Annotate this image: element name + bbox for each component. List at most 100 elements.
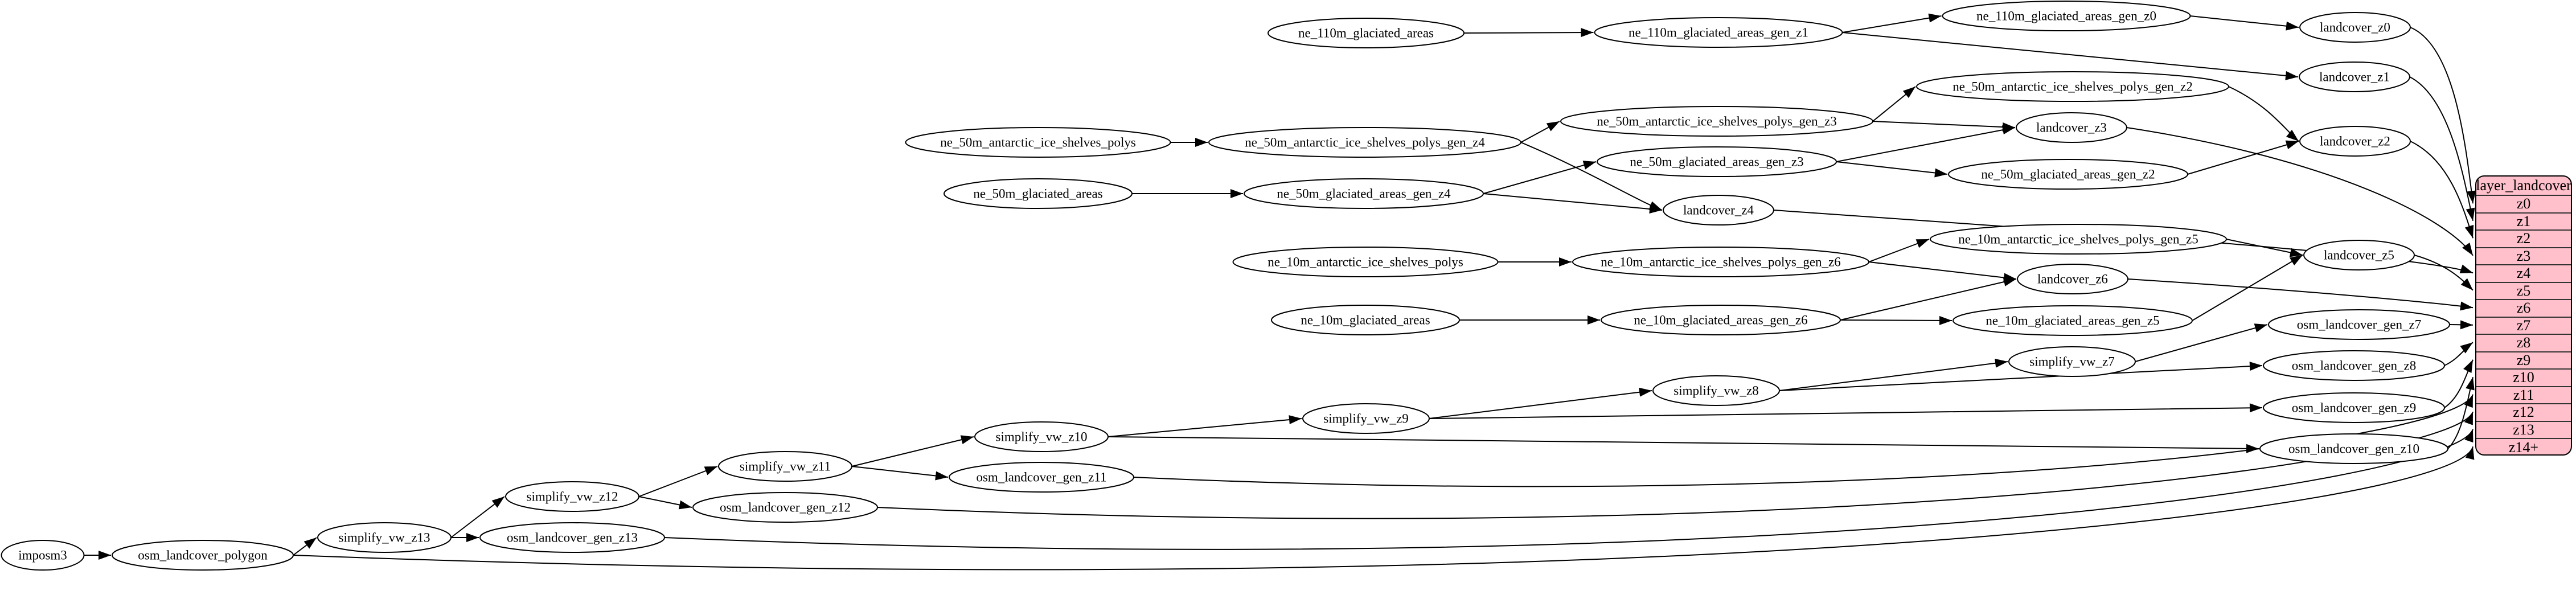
node-label-simplify-vw-z9: simplify_vw_z9 — [1323, 412, 1409, 426]
node-ne-50m-antarctic-ice-shelves-polys-gen-z2: ne_50m_antarctic_ice_shelves_polys_gen_z… — [1916, 71, 2229, 102]
node-ellipse-ne-10m-antarctic-ice-shelves-polys-gen-z6 — [1572, 247, 1869, 277]
node-ellipse-simplify-vw-z11 — [718, 451, 852, 482]
edge-simplify-vw-z10-to-simplify-vw-z9 — [1107, 415, 1302, 437]
edge-ne-110m-glaciated-areas-gen-z1-to-ne-110m-glaciated-areas-gen-z0 — [1842, 13, 1942, 33]
node-label-landcover-z4: landcover_z4 — [1683, 203, 1754, 218]
table-row-z9: z9 — [2476, 352, 2571, 370]
node-ellipse-ne-10m-glaciated-areas — [1271, 305, 1460, 335]
node-label-simplify-vw-z10: simplify_vw_z10 — [996, 430, 1088, 444]
node-label-landcover-z0: landcover_z0 — [2320, 20, 2390, 35]
node-ellipse-ne-50m-antarctic-ice-shelves-polys-gen-z4 — [1208, 127, 1521, 158]
table-row-z1: z1 — [2476, 213, 2571, 231]
node-label-landcover-z1: landcover_z1 — [2319, 70, 2390, 84]
node-ne-50m-glaciated-areas: ne_50m_glaciated_areas — [944, 178, 1133, 209]
node-ne-10m-antarctic-ice-shelves-polys-gen-z6: ne_10m_antarctic_ice_shelves_polys_gen_z… — [1572, 247, 1869, 277]
edge-ne-10m-antarctic-ice-shelves-polys-gen-z5-to-landcover-z5 — [2226, 239, 2303, 257]
node-label-ne-10m-glaciated-areas-gen-z6: ne_10m_glaciated_areas_gen_z6 — [1634, 313, 1807, 327]
node-ellipse-simplify-vw-z9 — [1302, 403, 1430, 434]
node-label-simplify-vw-z8: simplify_vw_z8 — [1673, 384, 1759, 398]
node-osm-landcover-gen-z12: osm_landcover_gen_z12 — [692, 492, 878, 523]
node-osm-landcover-polygon: osm_landcover_polygon — [112, 540, 294, 571]
edge-ne-50m-antarctic-ice-shelves-polys-gen-z2-to-landcover-z2 — [2228, 86, 2299, 142]
node-label-ne-50m-glaciated-areas-gen-z2: ne_50m_glaciated_areas_gen_z2 — [1981, 167, 2155, 182]
node-ellipse-osm-landcover-gen-z8 — [2263, 350, 2445, 381]
edge-landcover-z6-to-table-row-z6 — [2127, 278, 2474, 311]
table-row-z12: z12 — [2476, 404, 2571, 422]
node-ne-110m-glaciated-areas-gen-z0: ne_110m_glaciated_areas_gen_z0 — [1942, 1, 2191, 31]
node-label-ne-10m-glaciated-areas: ne_10m_glaciated_areas — [1301, 313, 1430, 327]
node-label-imposm3: imposm3 — [18, 548, 67, 563]
node-ne-50m-glaciated-areas-gen-z3: ne_50m_glaciated_areas_gen_z3 — [1597, 146, 1837, 177]
node-ellipse-landcover-z3 — [2016, 112, 2127, 143]
edge-ne-50m-glaciated-areas-gen-z3-to-landcover-z3 — [1836, 125, 2016, 162]
edge-ne-10m-antarctic-ice-shelves-polys-gen-z6-to-landcover-z6 — [1868, 261, 2017, 282]
node-osm-landcover-gen-z8: osm_landcover_gen_z8 — [2263, 350, 2445, 381]
edge-ne-50m-glaciated-areas-gen-z3-to-ne-50m-glaciated-areas-gen-z2 — [1836, 161, 1948, 178]
node-ellipse-ne-50m-antarctic-ice-shelves-polys-gen-z3 — [1560, 106, 1873, 137]
node-ellipse-osm-landcover-gen-z10 — [2259, 433, 2448, 464]
edge-ne-50m-glaciated-areas-gen-z2-to-landcover-z2 — [2187, 140, 2299, 175]
node-label-ne-10m-antarctic-ice-shelves-polys-gen-z5: ne_10m_antarctic_ice_shelves_polys_gen_z… — [1958, 232, 2198, 247]
node-ellipse-osm-landcover-gen-z11 — [949, 462, 1134, 493]
edge-osm-landcover-polygon-to-table-row-z14plus — [293, 446, 2475, 571]
table-row-z3: z3 — [2476, 248, 2571, 265]
edge-osm-landcover-gen-z12-to-table-row-z12 — [877, 411, 2474, 519]
node-osm-landcover-gen-z13: osm_landcover_gen_z13 — [479, 522, 665, 553]
edge-landcover-z1-to-table-row-z1 — [2409, 76, 2475, 221]
node-osm-landcover-gen-z10: osm_landcover_gen_z10 — [2259, 433, 2448, 464]
node-ellipse-ne-110m-glaciated-areas — [1268, 18, 1465, 48]
node-landcover-z5: landcover_z5 — [2303, 240, 2415, 270]
edge-osm-landcover-gen-z8-to-table-row-z8 — [2444, 342, 2474, 366]
node-ne-10m-antarctic-ice-shelves-polys-gen-z5: ne_10m_antarctic_ice_shelves_polys_gen_z… — [1930, 224, 2227, 255]
node-landcover-z6: landcover_z6 — [2017, 264, 2128, 294]
node-simplify-vw-z9: simplify_vw_z9 — [1302, 403, 1430, 434]
node-ne-50m-glaciated-areas-gen-z2: ne_50m_glaciated_areas_gen_z2 — [1948, 159, 2188, 190]
node-osm-landcover-gen-z9: osm_landcover_gen_z9 — [2263, 392, 2445, 423]
edge-landcover-z3-to-table-row-z3 — [2126, 127, 2474, 256]
node-label-ne-50m-glaciated-areas-gen-z3: ne_50m_glaciated_areas_gen_z3 — [1630, 155, 1803, 169]
node-label-osm-landcover-gen-z10: osm_landcover_gen_z10 — [2288, 442, 2419, 456]
node-ellipse-ne-110m-glaciated-areas-gen-z0 — [1942, 1, 2191, 31]
node-ellipse-osm-landcover-polygon — [112, 540, 294, 571]
node-ellipse-simplify-vw-z13 — [317, 522, 452, 553]
node-ellipse-imposm3 — [1, 540, 85, 571]
node-label-simplify-vw-z11: simplify_vw_z11 — [740, 460, 831, 474]
node-ellipse-ne-50m-glaciated-areas-gen-z4 — [1244, 178, 1484, 209]
node-ellipse-ne-10m-glaciated-areas-gen-z6 — [1601, 305, 1841, 335]
node-ne-10m-glaciated-areas: ne_10m_glaciated_areas — [1271, 305, 1460, 335]
node-ne-10m-antarctic-ice-shelves-polys: ne_10m_antarctic_ice_shelves_polys — [1232, 247, 1499, 277]
table-row-z13: z13 — [2476, 421, 2571, 439]
node-landcover-z1: landcover_z1 — [2299, 61, 2410, 92]
edge-osm-landcover-gen-z11-to-table-row-z11 — [1133, 394, 2474, 487]
edge-landcover-z4-to-table-row-z4 — [1773, 210, 2474, 274]
node-label-osm-landcover-gen-z12: osm_landcover_gen_z12 — [720, 501, 851, 515]
table-row-z4: z4 — [2476, 265, 2571, 283]
node-ne-110m-glaciated-areas-gen-z1: ne_110m_glaciated_areas_gen_z1 — [1594, 17, 1843, 48]
node-label-ne-50m-antarctic-ice-shelves-polys-gen-z2: ne_50m_antarctic_ice_shelves_polys_gen_z… — [1952, 80, 2193, 94]
node-landcover-z3: landcover_z3 — [2016, 112, 2127, 143]
node-ne-10m-glaciated-areas-gen-z5: ne_10m_glaciated_areas_gen_z5 — [1952, 305, 2193, 336]
edge-simplify-vw-z8-to-osm-landcover-gen-z8 — [1779, 362, 2263, 391]
node-ellipse-ne-50m-antarctic-ice-shelves-polys — [905, 127, 1171, 158]
edge-osm-landcover-gen-z9-to-table-row-z9 — [2444, 359, 2474, 408]
edge-landcover-z0-to-table-row-z0 — [2410, 27, 2476, 204]
node-ellipse-osm-landcover-gen-z9 — [2263, 392, 2445, 423]
node-ellipse-simplify-vw-z8 — [1652, 375, 1780, 406]
node-simplify-vw-z8: simplify_vw_z8 — [1652, 375, 1780, 406]
node-ellipse-landcover-z6 — [2017, 264, 2128, 294]
table-title: layer_landcover — [2476, 177, 2571, 196]
edge-simplify-vw-z11-to-simplify-vw-z10 — [851, 435, 974, 467]
edge-landcover-z2-to-table-row-z2 — [2410, 141, 2474, 239]
node-ellipse-ne-50m-glaciated-areas-gen-z2 — [1948, 159, 2188, 190]
node-label-osm-landcover-gen-z7: osm_landcover_gen_z7 — [2297, 318, 2421, 332]
node-label-osm-landcover-gen-z13: osm_landcover_gen_z13 — [507, 531, 638, 545]
node-simplify-vw-z11: simplify_vw_z11 — [718, 451, 852, 482]
node-ellipse-landcover-z2 — [2299, 126, 2411, 157]
node-landcover-z0: landcover_z0 — [2299, 12, 2411, 43]
node-landcover-z2: landcover_z2 — [2299, 126, 2411, 157]
edge-simplify-vw-z10-to-osm-landcover-gen-z10 — [1107, 436, 2259, 453]
node-simplify-vw-z10: simplify_vw_z10 — [974, 421, 1109, 452]
